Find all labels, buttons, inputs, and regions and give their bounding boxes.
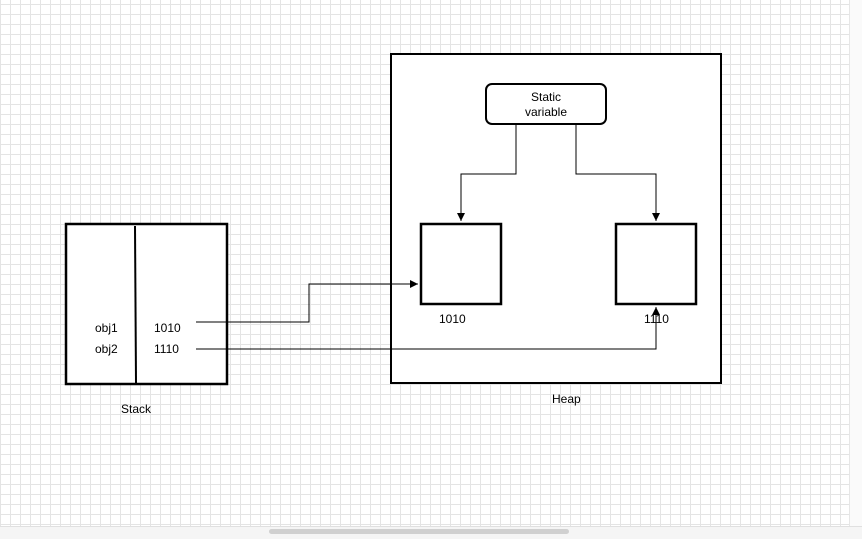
static-variable-line-2: variable (524, 105, 568, 119)
horizontal-scroll-thumb[interactable] (269, 529, 569, 534)
heap-label: Heap (552, 392, 581, 406)
heap-address-1010: 1010 (439, 312, 466, 326)
stack-box[interactable] (64, 222, 229, 386)
stack-label: Stack (121, 402, 152, 416)
stack-divider (134, 225, 137, 384)
stack-ref-obj2: 1110 (154, 342, 179, 356)
heap-address-1110: 1110 (644, 312, 669, 326)
stack-ref-obj1: 1010 (154, 321, 181, 335)
heap-object-1010[interactable] (419, 222, 503, 306)
static-variable-label: Static variable (486, 90, 606, 120)
edge-static-to-object-1010[interactable] (457, 124, 517, 221)
static-variable-box[interactable] (485, 83, 607, 125)
vertical-scroll-track[interactable] (849, 0, 862, 526)
stack-var-obj2: obj2 (95, 342, 118, 356)
edge-obj1-to-object-1010[interactable] (196, 280, 418, 323)
heap-object-1110[interactable] (614, 222, 698, 306)
edge-obj2-to-object-1110[interactable] (196, 307, 660, 350)
edge-static-to-object-1110[interactable] (575, 124, 660, 221)
stack-var-obj1: obj1 (95, 321, 118, 335)
static-variable-line-1: Static (530, 90, 561, 104)
